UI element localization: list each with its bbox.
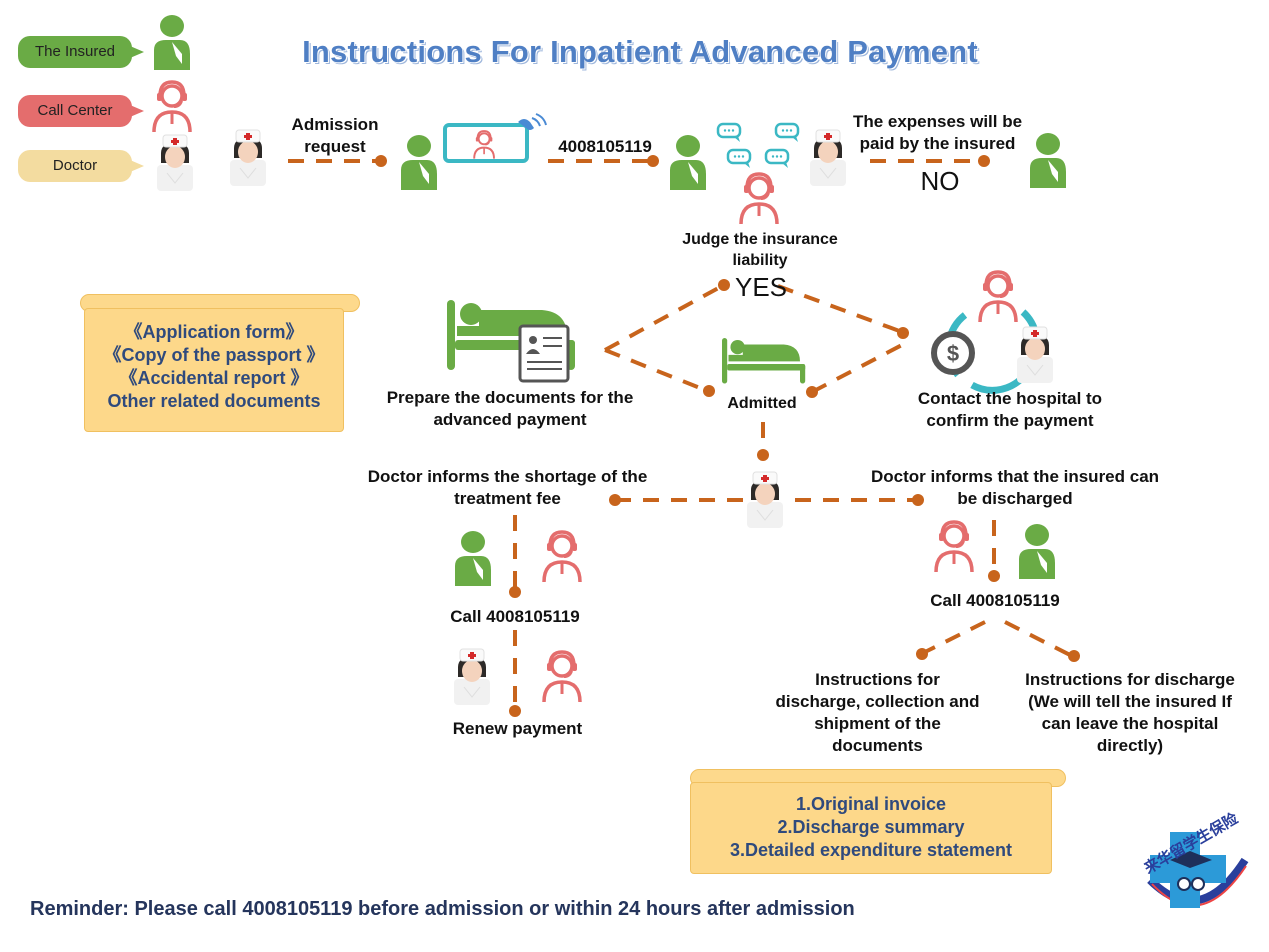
doctor-nurse-icon (746, 471, 784, 529)
connector-docs-admitted (604, 348, 706, 392)
label-call-right: Call 4008105119 (930, 591, 1060, 610)
doc-item: 《Accidental report 》 (119, 368, 309, 388)
label-phone-number: 4008105119 (558, 137, 652, 156)
call-center-agent-icon (739, 172, 779, 226)
label-doctor-shortage: Doctor informs the shortage of the treat… (367, 467, 648, 508)
insured-person-icon (1019, 524, 1055, 579)
insured-person-icon (455, 531, 491, 586)
label-no: NO (920, 166, 960, 196)
call-center-agent-icon (934, 520, 974, 574)
chat-bubble-icon (726, 148, 752, 170)
bed-icon (722, 338, 806, 384)
payment-cycle-icon: $ (931, 270, 1054, 394)
discharge-item: 1.Original invoice (795, 794, 947, 814)
doc-item: 《Copy of the passport 》 (103, 345, 325, 365)
phone-call-screen-icon (443, 113, 547, 163)
label-doctor-discharge: Doctor informs that the insured can be d… (870, 467, 1160, 508)
doctor-nurse-icon (229, 129, 267, 187)
label-expenses-paid: The expenses will be paid by the insured (852, 112, 1023, 153)
legend-insured: The Insured (18, 36, 144, 68)
chat-bubble-icon (764, 148, 790, 170)
page-title: Instructions For Inpatient Advanced Paym… (302, 34, 978, 69)
label-judge-liability: Judge the insurance liability (682, 231, 838, 269)
bed-with-document-icon (447, 300, 575, 383)
label-prepare-documents: Prepare the documents for the advanced p… (386, 388, 634, 429)
label-instructions-direct: Instructions for discharge (We will tell… (1025, 670, 1235, 755)
legend-call-center: Call Center (18, 95, 144, 127)
label-admission-request: Admission request (291, 115, 379, 156)
connector-yes-right (777, 284, 903, 334)
call-center-agent-icon (542, 530, 582, 584)
reminder-text: Reminder: Please call 4008105119 before … (30, 898, 855, 920)
dollar-icon: $ (947, 341, 959, 366)
label-renew-payment: Renew payment (452, 719, 583, 738)
label-instructions-collection: Instructions for discharge, collection a… (775, 670, 980, 755)
connector-branch-left (924, 620, 986, 654)
doc-item: Other related documents (107, 391, 321, 411)
chat-bubble-icon (774, 122, 800, 144)
label-call-left: Call 4008105119 (450, 607, 580, 626)
insured-person-icon (401, 135, 437, 190)
doctor-nurse-icon (156, 134, 194, 192)
documents-scroll: 《Application form》 《Copy of the passport… (84, 308, 344, 432)
insured-person-icon (154, 15, 190, 70)
legend-doctor: Doctor (18, 150, 144, 182)
label-yes: YES (734, 272, 788, 302)
chat-bubble-icon (716, 122, 742, 144)
connector-hospital-admitted (811, 343, 903, 394)
call-center-agent-icon (152, 80, 192, 134)
label-contact-hospital: Contact the hospital to confirm the paym… (917, 389, 1103, 430)
doctor-nurse-icon (453, 648, 491, 706)
discharge-item: 2.Discharge summary (777, 817, 965, 837)
insured-person-icon (670, 135, 706, 190)
call-center-agent-icon (542, 650, 582, 704)
connector-yes-left (604, 284, 723, 352)
connector-branch-right (1004, 620, 1073, 658)
insurance-logo-icon (1147, 832, 1249, 908)
doc-item: 《Application form》 (124, 322, 304, 342)
discharge-item: 3.Detailed expenditure statement (729, 840, 1013, 860)
discharge-scroll: 1.Original invoice 2.Discharge summary 3… (690, 782, 1052, 874)
label-admitted: Admitted (727, 395, 797, 412)
